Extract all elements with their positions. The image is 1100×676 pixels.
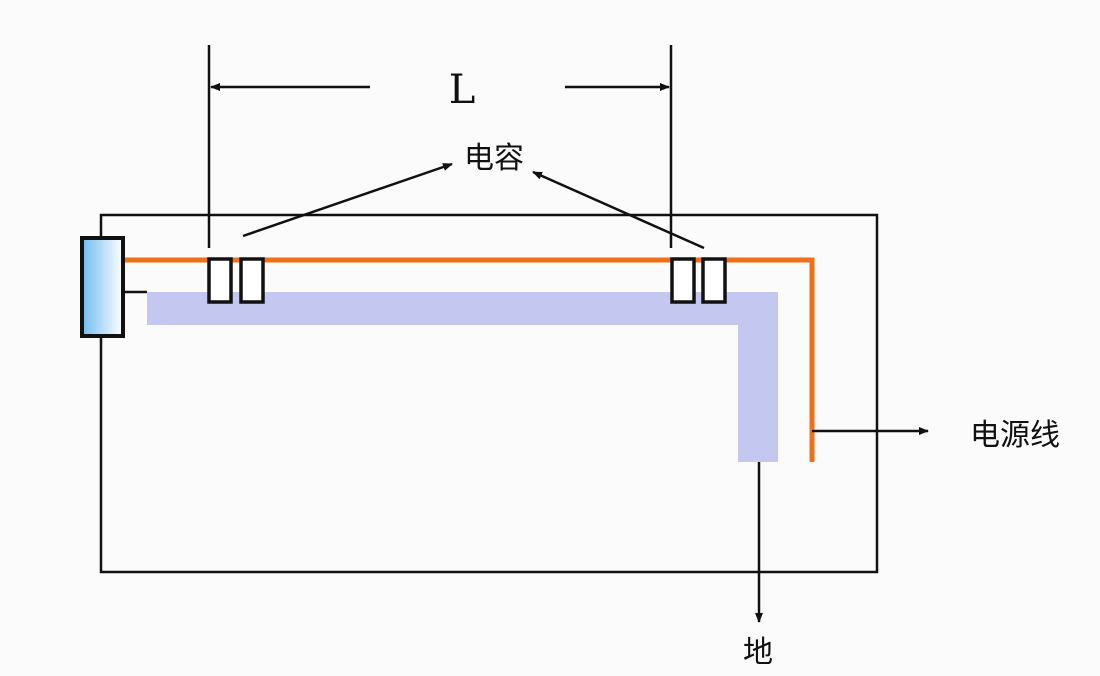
capacitor-arrow-left: [242, 162, 453, 238]
connector: [80, 236, 125, 338]
power-trace: [123, 257, 815, 462]
capacitor-label: 电容: [464, 141, 524, 176]
board-outline: [99, 213, 879, 574]
ground-label: 地: [743, 635, 773, 670]
ground-plane: [147, 292, 778, 462]
capacitor-left: [207, 257, 265, 304]
power-line-label: 电源线: [970, 418, 1060, 453]
capacitor-arrow-right: [532, 170, 705, 250]
length-label: L: [449, 67, 476, 113]
capacitor-right: [670, 257, 727, 304]
